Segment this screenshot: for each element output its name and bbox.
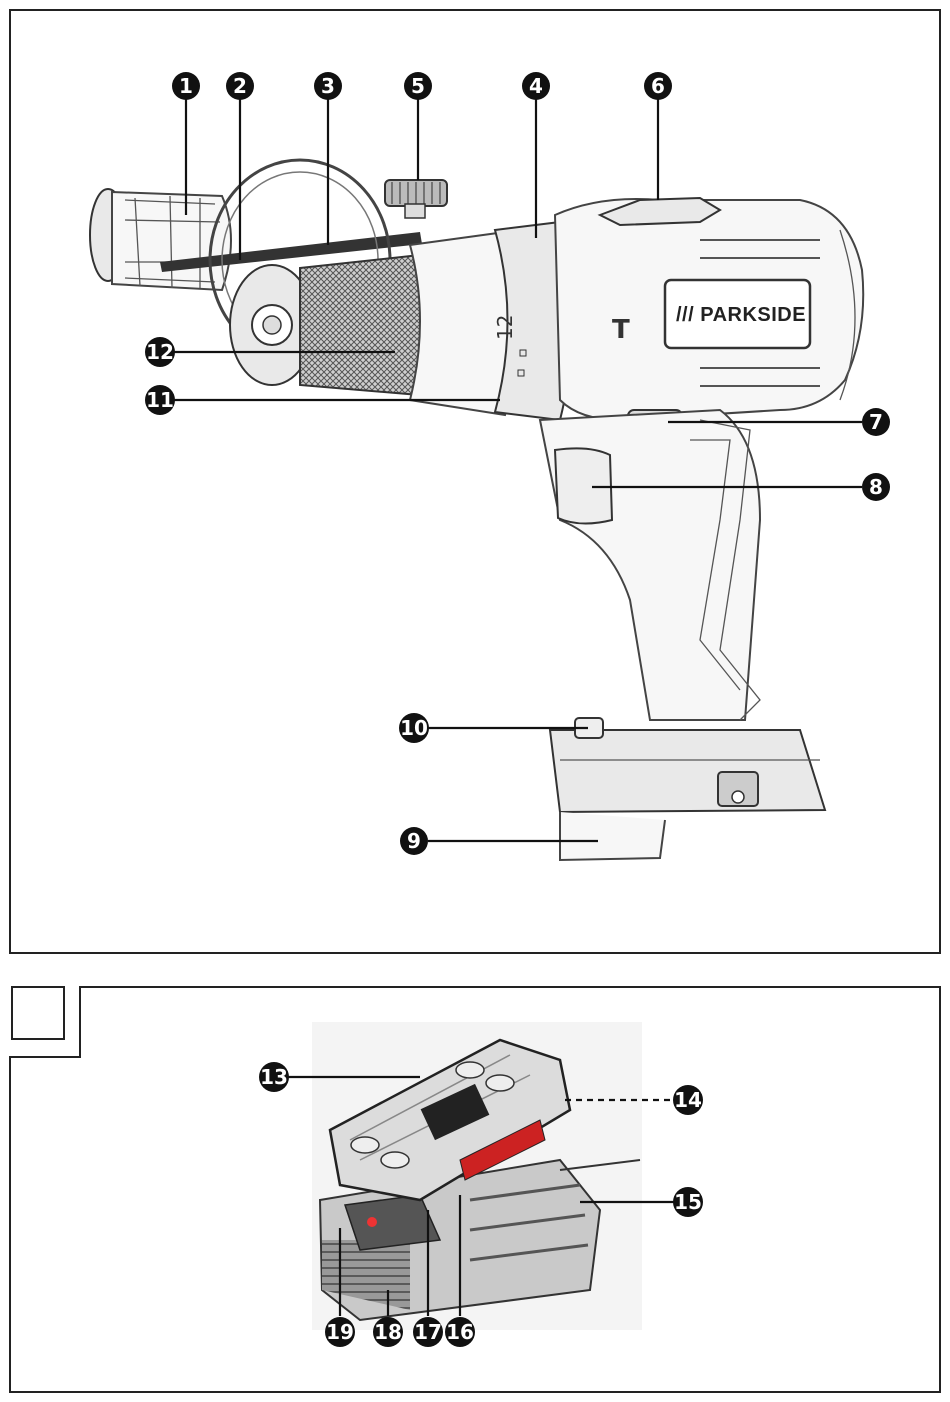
callout-19: 19: [325, 1317, 355, 1347]
svg-text:3: 3: [321, 74, 335, 98]
callout-11: 11: [145, 385, 175, 415]
callout-4: 4: [522, 72, 550, 100]
callout-8: 8: [862, 473, 890, 501]
svg-text:13: 13: [260, 1065, 288, 1089]
figure-b-label-box: [12, 987, 64, 1039]
callout-10: 10: [399, 713, 429, 743]
torque-collar: 12: [410, 222, 573, 420]
drill-illustration: 12 /// PARKSIDE T: [90, 160, 863, 860]
svg-text:5: 5: [411, 74, 425, 98]
adjustment-knob: [385, 180, 447, 218]
motor-housing: /// PARKSIDE T: [555, 198, 863, 420]
callout-9: 9: [400, 827, 428, 855]
svg-text:9: 9: [407, 829, 421, 853]
svg-text:1: 1: [179, 74, 193, 98]
figure-a-frame: [10, 10, 940, 953]
callout-17: 17: [413, 1317, 443, 1347]
battery-mount: [550, 718, 825, 860]
callout-15: 15: [673, 1187, 703, 1217]
svg-text:17: 17: [414, 1320, 442, 1344]
callout-16: 16: [445, 1317, 475, 1347]
svg-text:7: 7: [869, 410, 883, 434]
svg-text:15: 15: [674, 1190, 702, 1214]
svg-text:2: 2: [233, 74, 247, 98]
svg-text:12: 12: [146, 340, 174, 364]
callout-12: 12: [145, 337, 175, 367]
battery-charger-photo: [312, 1022, 642, 1330]
svg-text:19: 19: [326, 1320, 354, 1344]
callout-3: 3: [314, 72, 342, 100]
svg-text:6: 6: [651, 74, 665, 98]
callout-1: 1: [172, 72, 200, 100]
callout-5: 5: [404, 72, 432, 100]
svg-text:12: 12: [493, 315, 517, 340]
svg-text:10: 10: [400, 716, 428, 740]
callout-6: 6: [644, 72, 672, 100]
svg-text:16: 16: [446, 1320, 474, 1344]
svg-text:14: 14: [674, 1088, 702, 1112]
callout-13: 13: [259, 1062, 289, 1092]
callout-2: 2: [226, 72, 254, 100]
callout-14: 14: [673, 1085, 703, 1115]
drill-chuck: [230, 255, 430, 395]
brand-label: /// PARKSIDE: [676, 304, 806, 326]
callout-7: 7: [862, 408, 890, 436]
svg-text:8: 8: [869, 475, 883, 499]
svg-text:11: 11: [146, 388, 174, 412]
svg-text:4: 4: [529, 74, 543, 98]
callout-18: 18: [373, 1317, 403, 1347]
svg-text:18: 18: [374, 1320, 402, 1344]
svg-text:T: T: [612, 315, 630, 345]
